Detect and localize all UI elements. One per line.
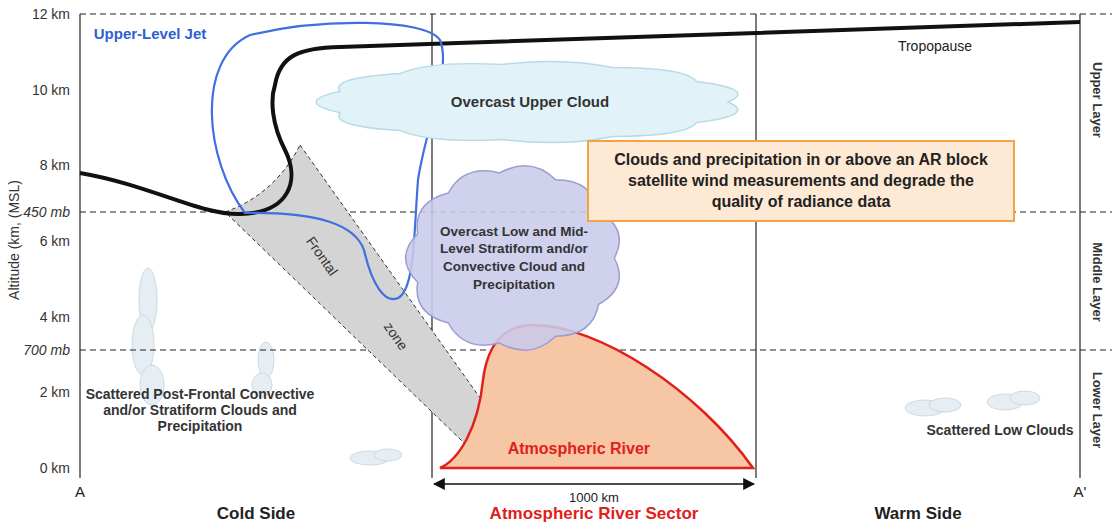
mid-cloud-outline — [406, 166, 620, 350]
altitude-tick: 4 km — [40, 309, 70, 325]
layer-label: Middle Layer — [1090, 242, 1105, 321]
sector-name: Atmospheric River Sector — [490, 504, 699, 524]
altitude-tick: 6 km — [40, 233, 70, 249]
atmospheric-river-text: Atmospheric River — [508, 439, 650, 460]
mid-cloud-text: Overcast Low and Mid-Level Stratiform an… — [430, 223, 598, 293]
sector-name: Warm Side — [874, 504, 961, 524]
altitude-tick: 12 km — [32, 6, 70, 22]
dimension-arrow — [434, 483, 754, 485]
sector-name: Cold Side — [217, 504, 295, 524]
axis-title: Altitude (km, (MSL) — [6, 180, 22, 300]
altitude-tick: 0 km — [40, 460, 70, 476]
upper-cloud-outline — [316, 61, 738, 142]
note-box-text: Clouds and precipitation in or above an … — [601, 150, 1001, 212]
region-note: Scattered Post-Frontal Convective and/or… — [80, 386, 320, 434]
jet-label: Upper-Level Jet — [94, 25, 207, 42]
altitude-tick: 2 km — [40, 384, 70, 400]
altitude-tick: 10 km — [32, 82, 70, 98]
note-box: Clouds and precipitation in or above an … — [587, 140, 1015, 222]
upper-cloud: Overcast Upper Cloud — [305, 58, 755, 146]
layer-label: Upper Layer — [1090, 62, 1105, 138]
section-frame — [80, 14, 1080, 478]
atmospheric-river-outline — [440, 325, 753, 468]
pressure-level: 450 mb — [23, 204, 70, 220]
altitude-tick: 8 km — [40, 157, 70, 173]
layer-lines — [80, 14, 1112, 350]
layer-label: Lower Layer — [1090, 372, 1105, 449]
section-end: A' — [1074, 483, 1087, 500]
tropopause-label: Tropopause — [898, 38, 972, 54]
region-note: Scattered Low Clouds — [926, 422, 1073, 438]
upper-cloud-text: Overcast Upper Cloud — [451, 92, 609, 112]
dimension-label: 1000 km — [569, 491, 619, 506]
pressure-level: 700 mb — [23, 342, 70, 358]
section-end: A — [75, 483, 85, 500]
